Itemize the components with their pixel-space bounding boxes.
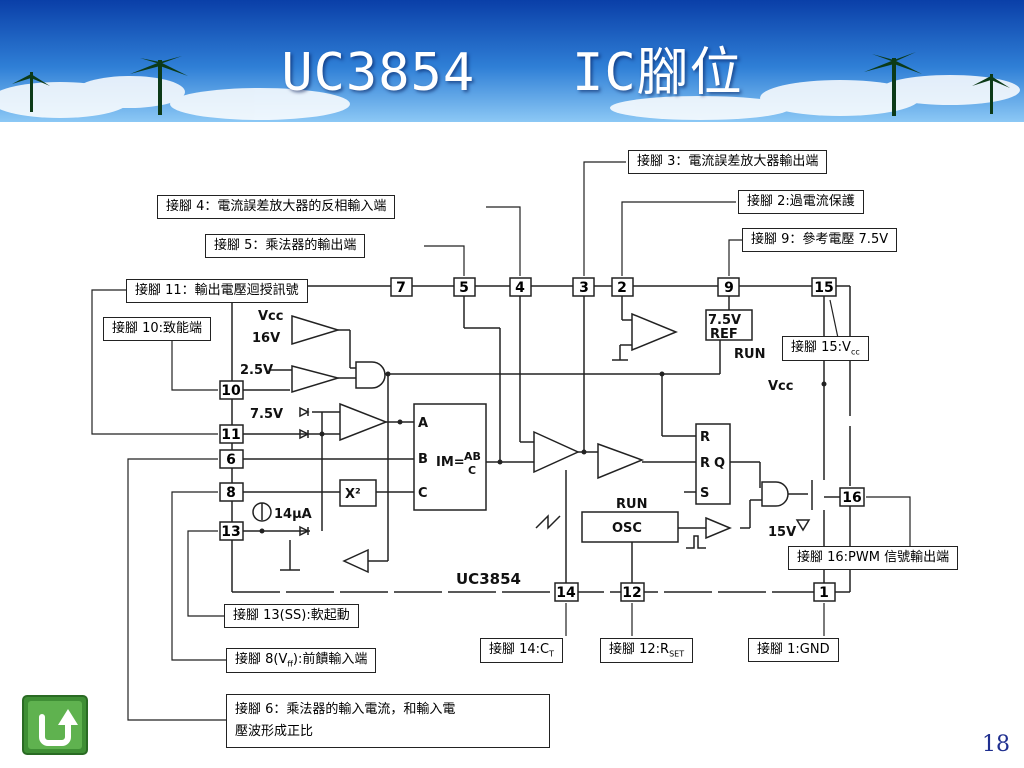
pin-box: 6 (219, 449, 244, 469)
page-number: 18 (982, 732, 1010, 757)
cloud-decoration (0, 75, 1020, 120)
callout-pin5: 接腳 5：乘法器的輸出端 (205, 234, 366, 259)
svg-text:10: 10 (221, 383, 241, 399)
mult-output-label: IM= (436, 455, 465, 470)
mult-numerator: AB (464, 450, 481, 463)
banner-background (0, 0, 1024, 122)
vcc-label: Vcc (258, 309, 283, 324)
2-5v-label: 2.5V (240, 363, 273, 378)
chip-pins-top: 7 5 4 3 2 9 15 (390, 277, 837, 297)
pin-box: 15 (811, 277, 837, 297)
chip-pins-left: 10 11 6 8 13 (219, 380, 244, 541)
pin-box: 5 (453, 277, 476, 297)
callout-pin3: 接腳 3：電流誤差放大器輸出端 (628, 150, 828, 175)
mult-input-a: A (418, 416, 428, 431)
osc-label: OSC (612, 521, 642, 536)
callout-pin11: 接腳 11：輸出電壓迴授訊號 (126, 279, 308, 304)
svg-text:7: 7 (396, 280, 406, 296)
svg-text:2: 2 (617, 280, 627, 296)
callout-pin6-line2: 壓波形成正比 (235, 724, 314, 740)
callout-pin9: 接腳 9：參考電壓 7.5V (742, 228, 898, 253)
chip-pins-bottom: 14 12 1 (554, 582, 836, 602)
svg-text:5: 5 (459, 280, 469, 296)
run-label-2: RUN (616, 497, 647, 512)
ref-label: REF (710, 327, 738, 342)
callout-pin12: 接腳 12:RSET (600, 638, 694, 663)
uc3854-block-diagram: 7 5 4 3 2 9 15 10 11 6 8 13 14 12 1 16 U… (91, 161, 911, 721)
callout-pin4: 接腳 4：電流誤差放大器的反相輸入端 (157, 195, 396, 220)
vcc-output-label: Vcc (768, 379, 793, 394)
chip-pins-right: 16 (839, 487, 865, 507)
svg-text:12: 12 (622, 585, 641, 601)
mult-denominator: C (468, 464, 476, 477)
back-button[interactable] (22, 695, 88, 755)
callout-pin6: 接腳 6：乘法器的輸入電流，和輸入電 壓波形成正比 (226, 694, 550, 748)
pin-box: 2 (611, 277, 634, 297)
pin-box: 13 (219, 521, 244, 541)
pin-box: 3 (572, 277, 595, 297)
callout-pin14: 接腳 14:CT (480, 638, 564, 663)
14ua-label: 14µA (274, 507, 312, 522)
square-block-label: X² (345, 487, 361, 502)
callout-pin2: 接腳 2:過電流保護 (738, 190, 864, 215)
callout-leaders (91, 161, 911, 721)
slide-title: UC3854 IC腳位 (281, 43, 743, 103)
run-label: RUN (734, 347, 765, 362)
15v-label: 15V (768, 525, 796, 540)
svg-text:13: 13 (221, 524, 240, 540)
callout-pin6-line1: 接腳 6：乘法器的輸入電流，和輸入電 (235, 702, 456, 717)
16v-label: 16V (252, 331, 280, 346)
svg-text:15: 15 (814, 280, 833, 296)
7-5v-label: 7.5V (250, 407, 283, 422)
pin-box: 9 (717, 277, 740, 297)
latch-r2: R (700, 456, 710, 471)
callout-pin15: 接腳 15:Vcc (782, 336, 869, 361)
callout-pin13: 接腳 13(SS):軟起動 (224, 604, 359, 629)
pin-box: 11 (219, 424, 244, 444)
latch-s: S (700, 486, 709, 501)
svg-text:1: 1 (819, 585, 829, 601)
callout-pin10: 接腳 10:致能端 (103, 317, 212, 342)
svg-text:4: 4 (515, 280, 525, 296)
pin-box: 16 (839, 487, 865, 507)
latch-r1: R (700, 430, 710, 445)
mult-input-c: C (418, 486, 428, 501)
svg-text:8: 8 (226, 485, 236, 501)
return-arrow-icon (22, 695, 88, 755)
svg-text:9: 9 (724, 280, 734, 296)
pin-box: 7 (390, 277, 413, 297)
svg-text:14: 14 (556, 585, 576, 601)
callout-pin16: 接腳 16:PWM 信號輸出端 (788, 546, 959, 571)
svg-text:6: 6 (226, 452, 236, 468)
callout-pin1: 接腳 1:GND (748, 638, 839, 663)
svg-text:3: 3 (579, 280, 589, 296)
pin-box: 10 (219, 380, 244, 400)
svg-text:11: 11 (221, 427, 240, 443)
pin-box: 8 (219, 482, 244, 502)
title-banner: UC3854 IC腳位 (0, 0, 1024, 122)
pin-box: 14 (554, 582, 579, 602)
mult-input-b: B (418, 452, 428, 467)
ref-voltage-label: 7.5V (708, 313, 741, 328)
pin-box: 1 (813, 582, 836, 602)
svg-text:16: 16 (842, 490, 861, 506)
pin-box: 12 (620, 582, 645, 602)
chip-part-number: UC3854 (456, 570, 521, 588)
callout-pin8: 接腳 8(Vff):前饋輸入端 (226, 648, 377, 673)
latch-q: Q (714, 456, 725, 471)
palm-tree-decoration (12, 52, 1010, 116)
pin-box: 4 (509, 277, 532, 297)
